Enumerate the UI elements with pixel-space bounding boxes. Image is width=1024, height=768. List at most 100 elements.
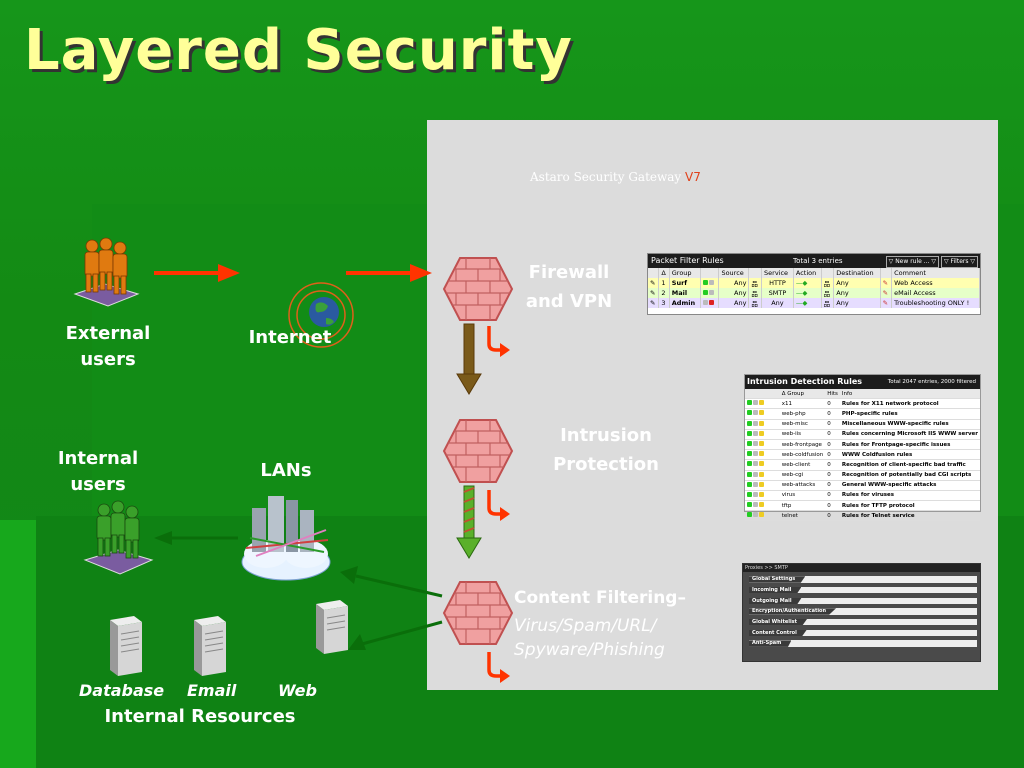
brand-version: V7 — [685, 170, 701, 184]
rule-service: Any — [761, 298, 794, 308]
rule-service: SMTP — [761, 288, 794, 298]
packet-filter-title: Packet Filter Rules — [651, 256, 724, 265]
ids-info: Miscellaneous WWW-specific rules — [839, 419, 980, 430]
firewall-brick-icon — [442, 257, 514, 321]
filters-button[interactable]: ▽ Filters ▽ — [940, 256, 978, 268]
status-toggle-icon[interactable] — [745, 449, 780, 461]
content-filter-section[interactable]: Global Settings — [749, 576, 977, 583]
new-rule-button[interactable]: ▽ New rule ... ▽ — [885, 256, 939, 268]
content-filter-section[interactable]: Outgoing Mail — [749, 597, 977, 605]
status-toggle-icon[interactable] — [745, 480, 780, 491]
network-icon: 品 — [821, 298, 835, 308]
lans-label: LANs — [260, 460, 312, 481]
arrow-left-icon — [340, 566, 443, 598]
ids-info: Rules concerning Microsoft IIS WWW serve… — [839, 429, 980, 440]
content-filter-section[interactable]: Encryption/Authentication — [749, 608, 977, 615]
comment-icon: ✎ — [880, 278, 893, 288]
edit-icon[interactable]: ✎ — [648, 298, 660, 308]
packet-filter-header: Packet Filter Rules Total 3 entries ▽ Ne… — [648, 254, 980, 268]
status-toggle-icon[interactable] — [745, 490, 780, 502]
ids-group: web-coldfusion — [779, 449, 826, 461]
edit-icon[interactable]: ✎ — [648, 288, 660, 298]
database-label: Database — [79, 681, 165, 700]
rule-service: HTTP — [761, 278, 794, 288]
ids-header: Intrusion Detection Rules Total 2047 ent… — [745, 375, 980, 389]
ids-hits: 0 — [825, 419, 840, 430]
content-filter-section[interactable]: Global Whitelist — [749, 618, 977, 626]
ids-group: x11 — [779, 398, 826, 410]
table-row[interactable]: ✎3 Admin Any 品 Any —◆ 品 Any ✎ Troublesho… — [648, 298, 980, 308]
background-band — [0, 520, 36, 768]
rule-number: 3 — [658, 298, 670, 308]
comment-icon: ✎ — [880, 298, 893, 308]
ids-info: Rules for Telnet service — [839, 510, 980, 522]
ids-hits: 0 — [825, 449, 840, 461]
section-label: Outgoing Mail — [749, 597, 802, 605]
status-toggle-icon[interactable] — [700, 288, 720, 298]
status-toggle-icon[interactable] — [700, 298, 720, 308]
ids-hits: 0 — [825, 459, 840, 471]
status-toggle-icon[interactable] — [745, 408, 780, 420]
column-header: Comment — [891, 268, 980, 278]
status-toggle-icon[interactable] — [745, 459, 780, 471]
section-label: Content Control — [749, 629, 807, 637]
ids-hits: 0 — [825, 480, 840, 491]
deflect-arrow-icon — [487, 490, 510, 521]
column-header — [648, 268, 660, 278]
ids-group: web-php — [779, 408, 826, 420]
status-toggle-icon[interactable] — [745, 470, 780, 481]
status-toggle-icon[interactable] — [700, 278, 720, 288]
email-server-icon — [194, 616, 226, 676]
status-toggle-icon[interactable] — [745, 500, 780, 512]
internal-users-label: Internal users — [57, 448, 139, 495]
rule-destination: Any — [833, 278, 881, 288]
ids-info: Rules for viruses — [839, 490, 980, 502]
content-filter-section[interactable]: Content Control — [749, 629, 977, 637]
column-header — [700, 268, 720, 278]
rule-destination: Any — [833, 298, 881, 308]
ids-hits: 0 — [825, 470, 840, 481]
content-filter-section[interactable]: Incoming Mail — [749, 586, 977, 594]
ids-info: Rules for X11 network protocol — [839, 398, 980, 410]
status-toggle-icon[interactable] — [745, 429, 780, 440]
ids-rules-table: Intrusion Detection Rules Total 2047 ent… — [744, 374, 981, 522]
internal-users-icon — [83, 500, 154, 575]
ids-info: WWW Coldfusion rules — [839, 449, 980, 461]
network-icon: 品 — [821, 288, 835, 298]
rule-source: Any — [718, 278, 750, 288]
firewall-brick-icon — [442, 581, 514, 645]
rule-comment: Web Access — [891, 278, 980, 288]
status-toggle-icon[interactable] — [745, 398, 780, 410]
content-filter-section[interactable]: Anti-Spam — [749, 640, 977, 647]
rule-number: 1 — [658, 278, 670, 288]
ids-hits: 0 — [825, 439, 840, 451]
status-toggle-icon[interactable] — [745, 510, 780, 522]
network-icon: 品 — [748, 288, 763, 298]
arrow-right-icon — [346, 264, 432, 282]
status-toggle-icon[interactable] — [745, 419, 780, 430]
ids-hits: 0 — [825, 510, 840, 522]
status-toggle-icon[interactable] — [745, 439, 780, 451]
edit-icon[interactable]: ✎ — [648, 278, 660, 288]
table-row[interactable]: ✎2 Mail Any 品 SMTP —◆ 品 Any ✎ eMail Acce… — [648, 288, 980, 298]
ids-info: Recognition of potentially bad CGI scrip… — [839, 470, 980, 481]
ids-info: Recognition of client-specific bad traff… — [839, 459, 980, 471]
internal-resources-label: Internal Resources — [104, 706, 296, 727]
arrow-left-icon — [348, 620, 443, 650]
column-header — [748, 268, 763, 278]
table-row[interactable]: ✎1 Surf Any 品 HTTP —◆ 品 Any ✎ Web Access — [648, 278, 980, 288]
internet-globe-icon — [288, 282, 354, 348]
